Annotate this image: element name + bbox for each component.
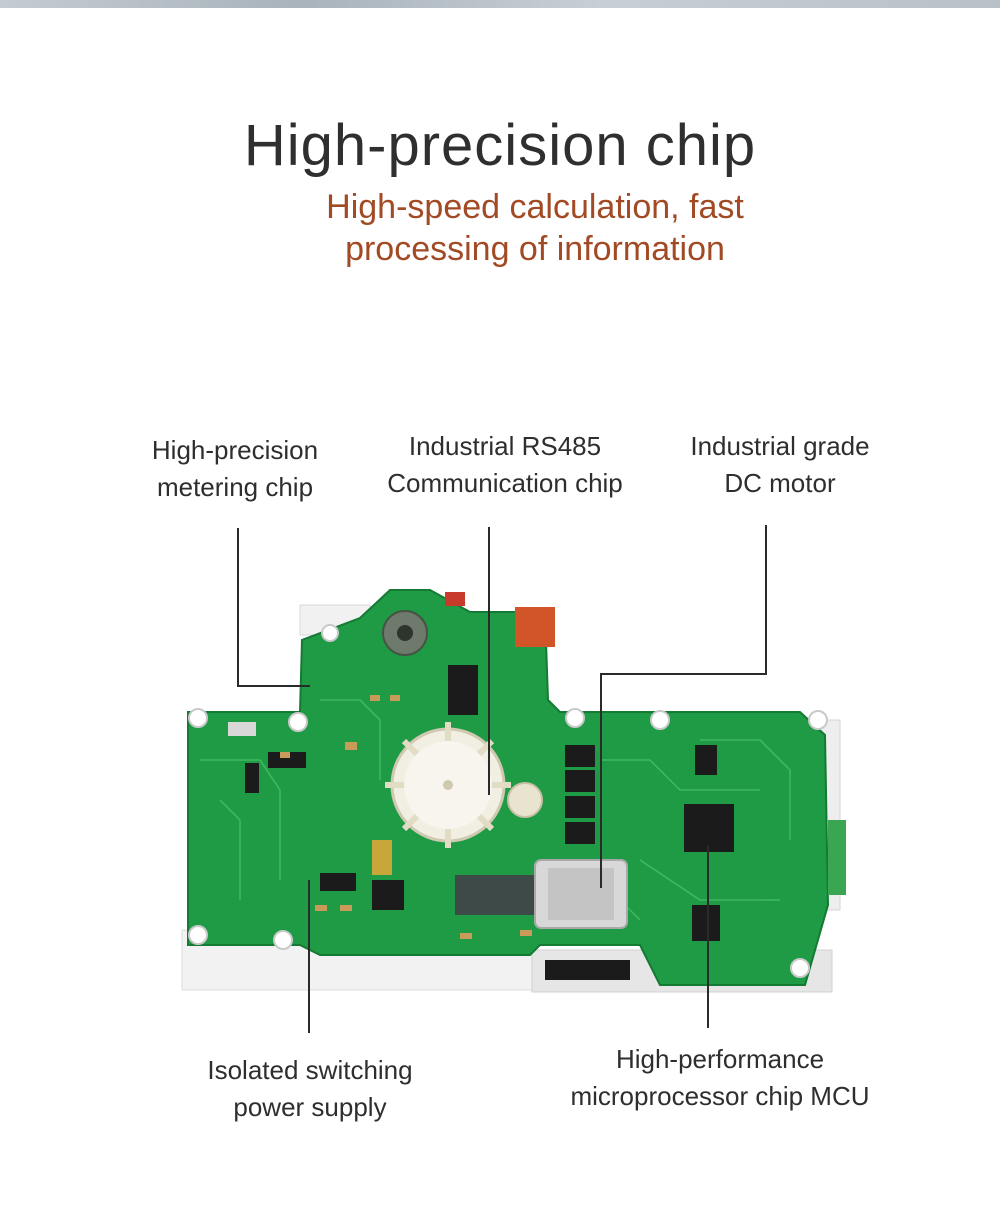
leader-line-metering-vertical <box>237 528 239 686</box>
callout-metering-chip: High-precision metering chip <box>120 432 350 506</box>
callout-rs485-line-1: Industrial RS485 <box>408 431 602 461</box>
callout-mcu-chip: High-performance microprocessor chip MCU <box>530 1041 910 1115</box>
callout-rs485-chip: Industrial RS485 Communication chip <box>355 428 655 502</box>
callout-mcu-line-2: microprocessor chip MCU <box>570 1081 870 1111</box>
page-title: High-precision chip <box>243 113 757 178</box>
leader-line-power <box>308 880 310 1033</box>
callout-metering-line-2: metering chip <box>156 472 314 502</box>
leader-line-motor-horizontal <box>600 673 767 675</box>
callout-dc-motor: Industrial grade DC motor <box>660 428 900 502</box>
subtitle-line-1: High-speed calculation, fast <box>326 188 744 226</box>
leader-line-motor-vertical <box>765 525 767 675</box>
leader-line-mcu <box>707 845 709 1028</box>
callout-power-line-2: power supply <box>233 1092 387 1122</box>
callout-motor-line-2: DC motor <box>724 468 836 498</box>
callout-motor-line-1: Industrial grade <box>690 431 870 461</box>
page-subtitle: High-speed calculation, fast processing … <box>250 186 820 270</box>
callout-metering-line-1: High-precision <box>151 435 319 465</box>
callout-mcu-line-1: High-performance <box>615 1044 825 1074</box>
leader-line-rs485 <box>488 527 490 795</box>
top-border-bar <box>0 0 1000 8</box>
subtitle-line-2: processing of information <box>345 230 725 268</box>
leader-line-metering-horizontal <box>237 685 310 687</box>
callout-rs485-line-2: Communication chip <box>387 468 623 498</box>
callout-power-supply: Isolated switching power supply <box>175 1052 445 1126</box>
callout-power-line-1: Isolated switching <box>207 1055 413 1085</box>
leader-line-motor-drop <box>600 673 602 888</box>
